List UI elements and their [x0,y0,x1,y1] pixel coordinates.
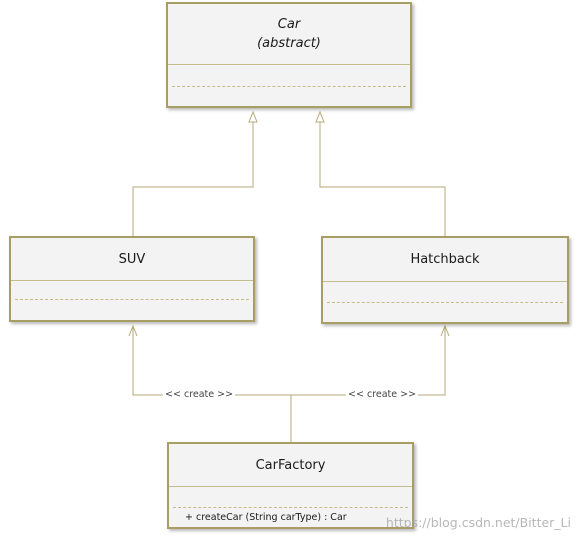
class-suv-header: SUV [11,238,253,281]
create-label-hatchback: << create >> [346,389,419,401]
generalization-arrowhead-hatchback [315,110,325,123]
watermark: https://blog.csdn.net/Bitter_Li [385,515,571,530]
generalization-suv-car [132,110,258,236]
generalization-arrowhead-suv [248,110,258,123]
class-car-name: Car [277,17,301,32]
class-hatchback[interactable]: Hatchback [321,236,569,324]
create-label-suv: << create >> [163,389,236,401]
class-suv-name: SUV [118,251,146,267]
class-car-divider [172,86,406,87]
generalization-hatchback-car [315,110,446,236]
dependency-arrowhead-hatchback [440,324,450,337]
class-carfactory-header: CarFactory [169,444,412,487]
class-car-stereotype: (abstract) [257,36,321,51]
class-suv[interactable]: SUV [9,236,255,322]
dependency-arrowhead-suv [128,324,138,337]
class-carfactory-divider [173,507,408,508]
class-carfactory[interactable]: CarFactory + createCar (String carType) … [167,442,414,529]
class-hatchback-header: Hatchback [323,238,567,282]
class-suv-divider [15,299,249,300]
class-car-header: Car (abstract) [168,4,410,65]
dependency-carfactory [132,327,446,442]
class-car[interactable]: Car (abstract) [166,2,412,108]
class-carfactory-operation: + createCar (String carType) : Car [185,512,347,523]
class-carfactory-name: CarFactory [255,457,326,473]
class-hatchback-name: Hatchback [410,252,480,267]
class-hatchback-divider [327,302,563,303]
